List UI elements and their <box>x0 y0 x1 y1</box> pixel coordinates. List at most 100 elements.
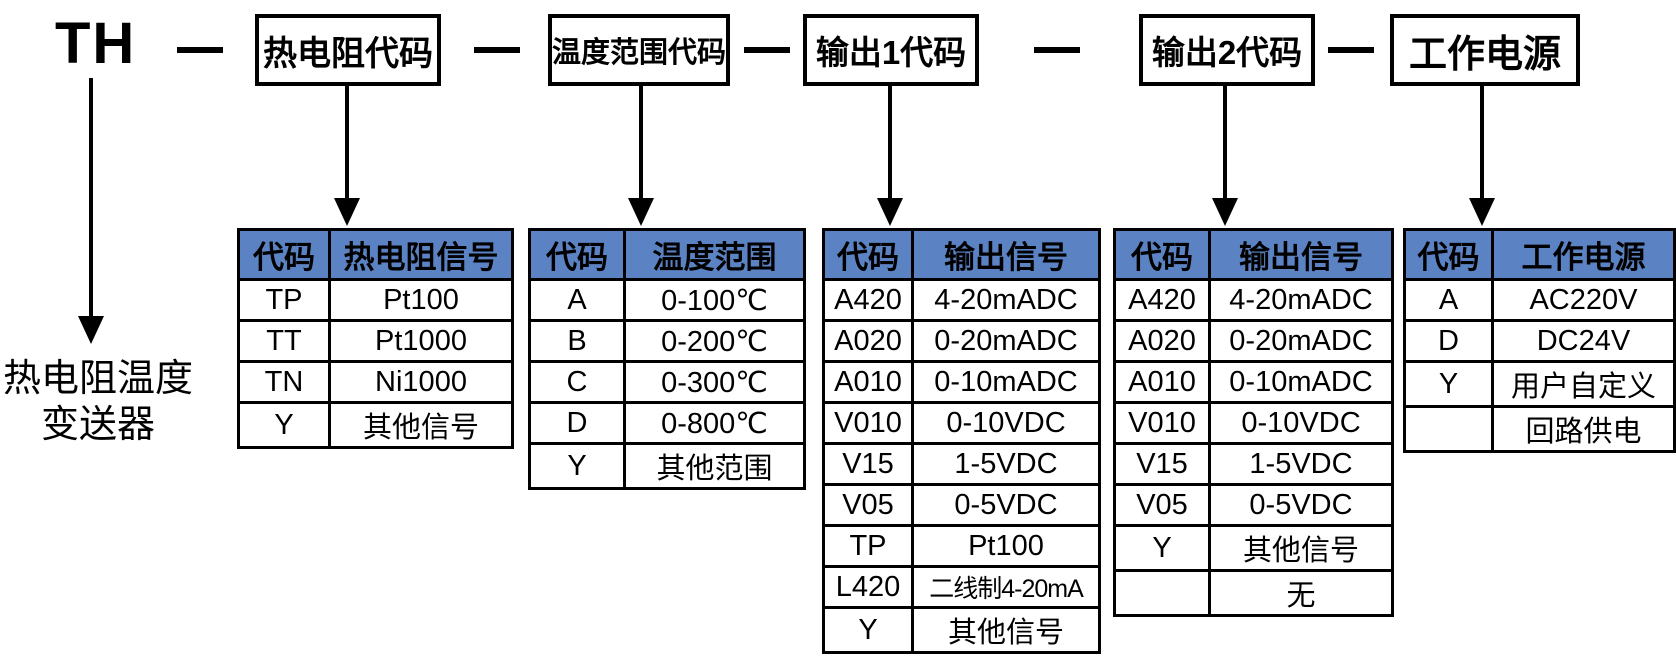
code-cell: C <box>528 360 626 404</box>
model-prefix: TH <box>55 11 137 76</box>
arrow-line <box>1480 86 1484 198</box>
meaning-cell: Pt100 <box>328 278 514 322</box>
code-cell: V15 <box>822 442 914 486</box>
code-cell: V05 <box>1113 483 1211 527</box>
code-header-cell: 代码 <box>237 228 331 281</box>
meaning-cell: 0-10mADC <box>911 360 1101 404</box>
table-header-row: 代码热电阻信号 <box>237 228 514 281</box>
down-arrow <box>1212 86 1238 226</box>
meaning-cell: AC220V <box>1490 278 1676 322</box>
code-header-cell: 代码 <box>822 228 914 281</box>
down-arrow <box>78 78 104 344</box>
meaning-cell: 其他信号 <box>911 606 1101 654</box>
table-header-row: 代码输出信号 <box>1113 228 1394 281</box>
arrow-head-icon <box>78 316 104 344</box>
arrow-line <box>639 86 643 198</box>
code-cell: A010 <box>822 360 914 404</box>
code-header-cell: 代码 <box>1113 228 1211 281</box>
arrow-head-icon <box>628 198 654 226</box>
meaning-cell: 0-20mADC <box>911 319 1101 363</box>
meaning-cell: 1-5VDC <box>1208 442 1394 486</box>
code-cell: D <box>528 401 626 445</box>
meaning-cell: 0-100℃ <box>623 278 806 322</box>
code-cell: TT <box>237 319 331 363</box>
code-header-cell: 代码 <box>1403 228 1494 281</box>
meaning-cell: Pt1000 <box>328 319 514 363</box>
meaning-cell: 用户自定义 <box>1490 360 1676 408</box>
meaning-header-cell: 温度范围 <box>623 228 806 281</box>
code-cell: A010 <box>1113 360 1211 404</box>
meaning-header-cell: 热电阻信号 <box>328 228 514 281</box>
meaning-cell: 4-20mADC <box>911 278 1101 322</box>
table-header-row: 代码温度范围 <box>528 228 806 281</box>
meaning-cell: 其他信号 <box>328 401 514 449</box>
arrow-head-icon <box>1469 198 1495 226</box>
meaning-header-cell: 输出信号 <box>911 228 1101 281</box>
meaning-cell: 0-200℃ <box>623 319 806 363</box>
code-cell: Y <box>1113 524 1211 572</box>
arrow-line <box>1223 86 1227 198</box>
arrow-head-icon <box>1212 198 1238 226</box>
code-cell: V010 <box>822 401 914 445</box>
code-cell: TP <box>822 524 914 568</box>
meaning-cell: 4-20mADC <box>1208 278 1394 322</box>
down-arrow <box>334 86 360 226</box>
product-name-line1: 热电阻温度 <box>2 358 193 400</box>
code-cell: TN <box>237 360 331 404</box>
dash-separator <box>1328 47 1374 53</box>
code-cell: V05 <box>822 483 914 527</box>
meaning-cell: 其他信号 <box>1208 524 1394 572</box>
dash-separator <box>1034 47 1080 53</box>
code-cell: Y <box>822 606 914 654</box>
code-cell: Y <box>1403 360 1494 408</box>
table-header-row: 代码输出信号 <box>822 228 1101 281</box>
box-output2-code: 输出2代码 <box>1139 14 1315 86</box>
arrow-head-icon <box>334 198 360 226</box>
meaning-header-cell: 输出信号 <box>1208 228 1394 281</box>
arrow-line <box>888 86 892 198</box>
meaning-cell: Pt100 <box>911 524 1101 568</box>
code-cell: A <box>1403 278 1494 322</box>
arrow-head-icon <box>877 198 903 226</box>
code-cell: L420 <box>822 565 914 609</box>
meaning-header-cell: 工作电源 <box>1490 228 1676 281</box>
meaning-cell: 0-10VDC <box>1208 401 1394 445</box>
down-arrow <box>1469 86 1495 226</box>
code-cell <box>1403 405 1494 453</box>
meaning-cell: DC24V <box>1490 319 1676 363</box>
meaning-cell: 0-5VDC <box>1208 483 1394 527</box>
code-cell: A020 <box>1113 319 1211 363</box>
code-cell: V010 <box>1113 401 1211 445</box>
meaning-cell: 0-800℃ <box>623 401 806 445</box>
box-rtd-code: 热电阻代码 <box>255 14 441 86</box>
dash-separator <box>744 47 790 53</box>
meaning-cell: 0-300℃ <box>623 360 806 404</box>
code-cell: V15 <box>1113 442 1211 486</box>
code-cell: A <box>528 278 626 322</box>
code-cell: TP <box>237 278 331 322</box>
